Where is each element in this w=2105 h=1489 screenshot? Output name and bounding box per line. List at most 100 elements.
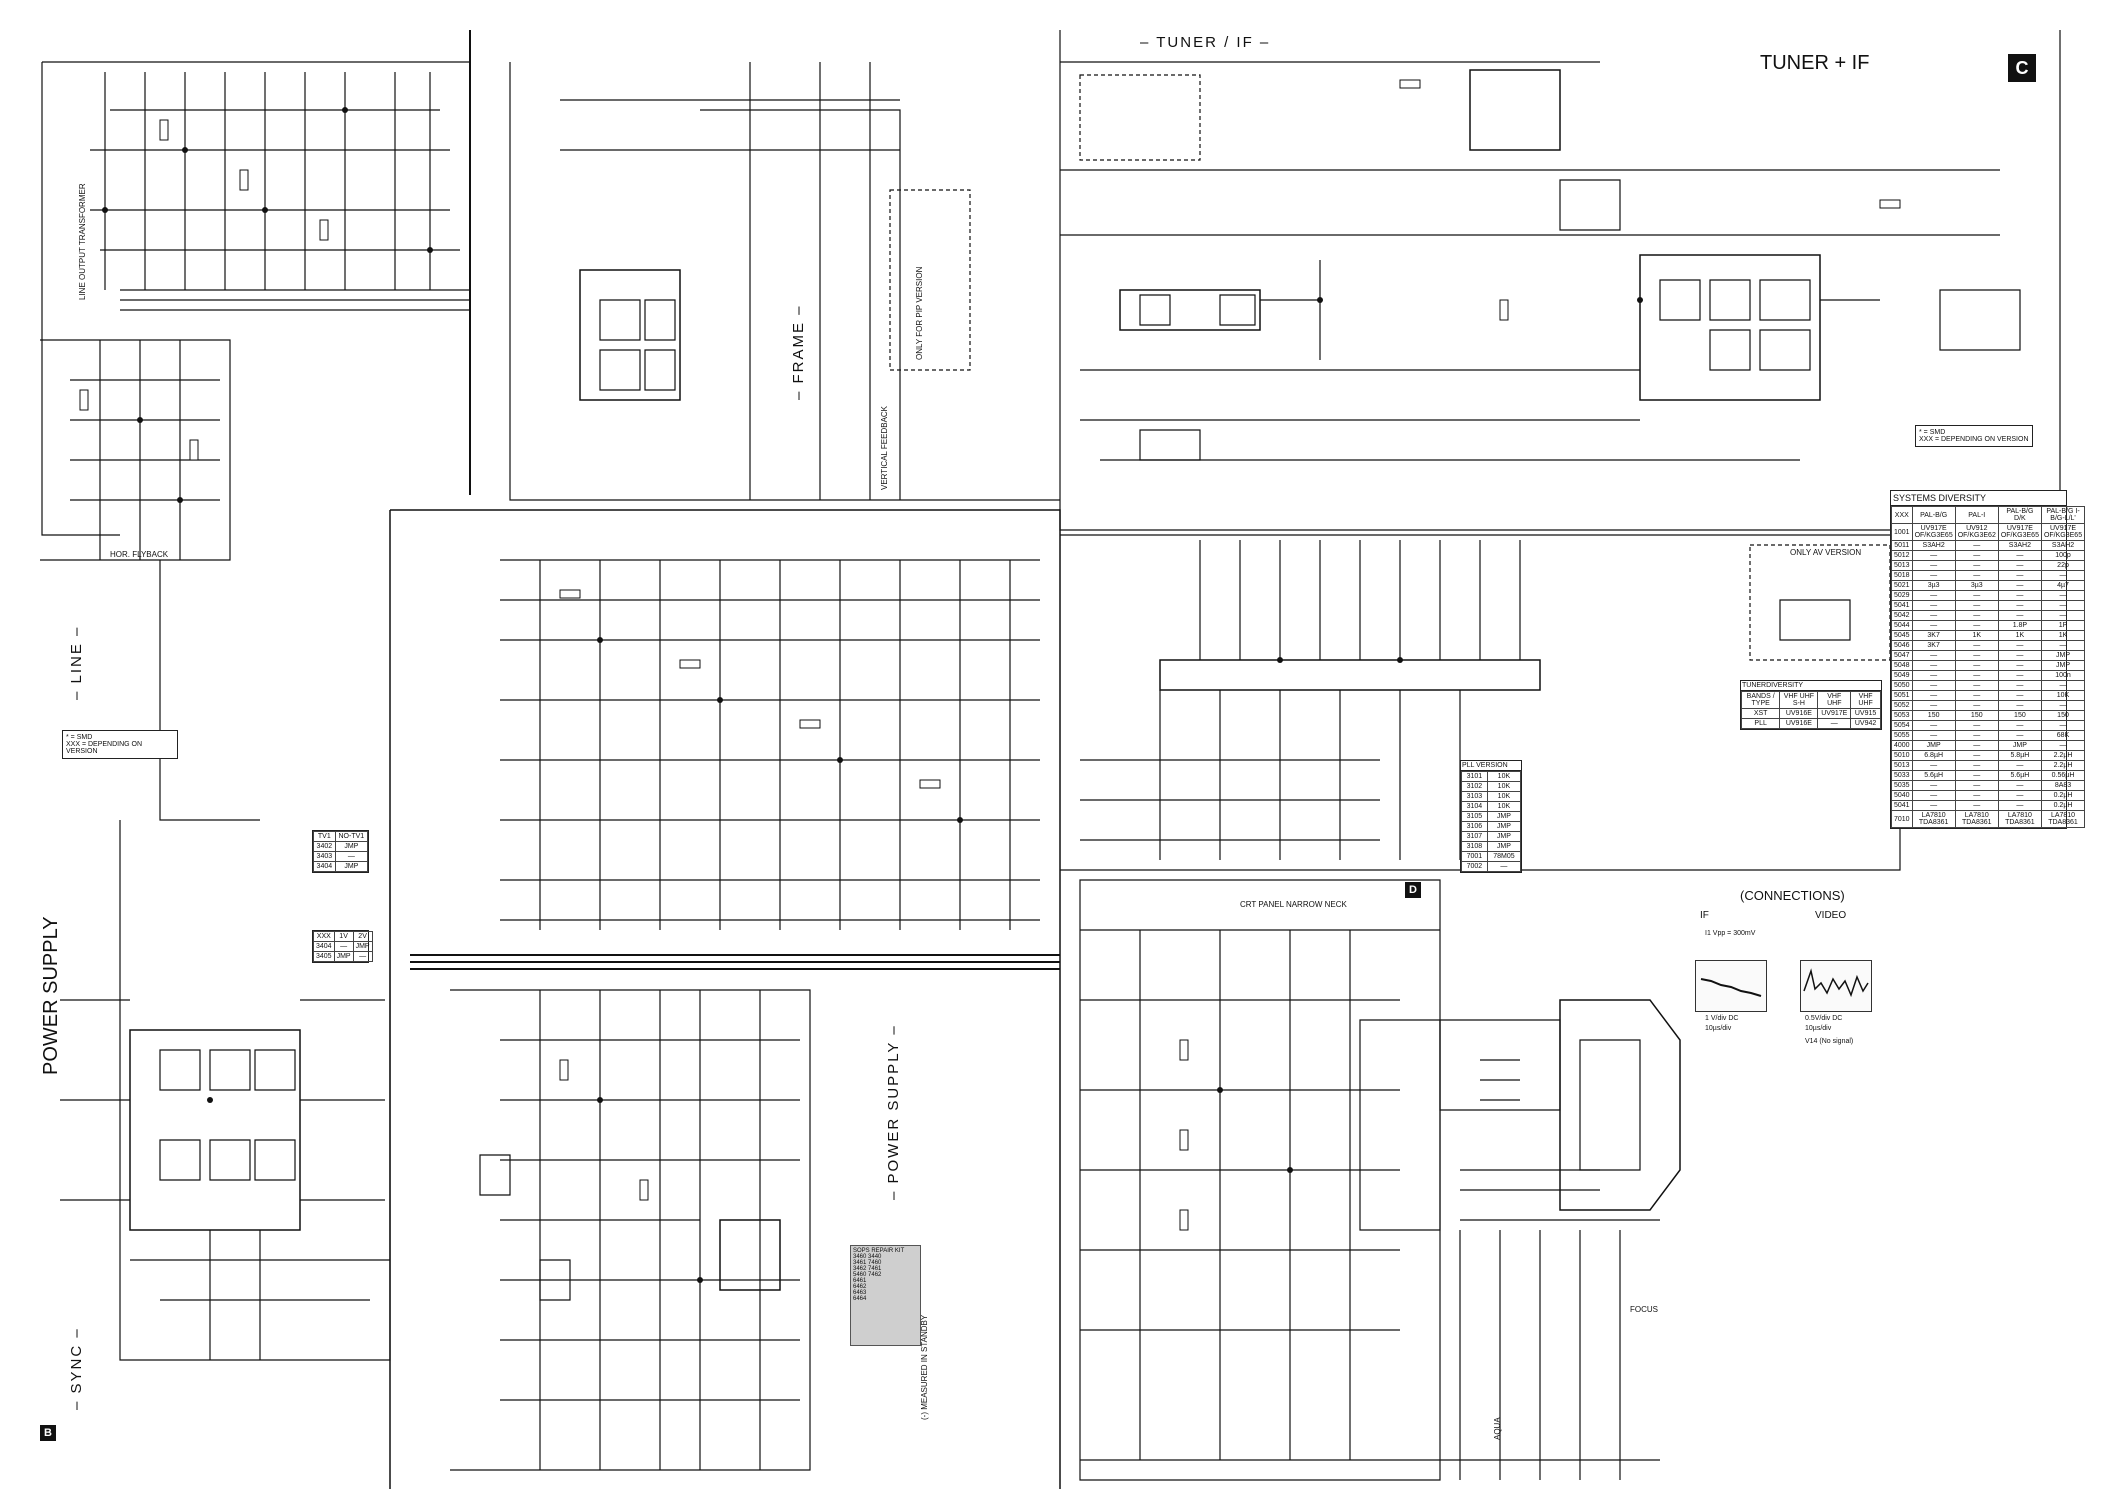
sd-cell: — — [1997, 560, 2042, 571]
pll-cell: 3102 — [1461, 781, 1488, 792]
sd-cell: 5041 — [1891, 600, 1913, 611]
sd-cell: — — [2040, 640, 2086, 651]
video-waveform — [1800, 960, 1872, 1012]
aqua-label: AQUA — [1493, 1417, 1502, 1440]
sd-cell: — — [1997, 650, 2042, 661]
sd-cell: — — [1954, 780, 1999, 791]
sd-cell: 5012 — [1891, 550, 1913, 561]
sd-cell: 1K — [1954, 630, 1999, 641]
sd-cell: — — [1911, 720, 1956, 731]
sd-cell: — — [1954, 680, 1999, 691]
sd-cell: S3AH2 — [2040, 540, 2086, 551]
sd-cell: — — [1997, 600, 2042, 611]
sd-cell: — — [1997, 670, 2042, 681]
sd-cell: 1K — [1997, 630, 2042, 641]
resistor-glyphs — [79, 79, 1901, 1231]
sd-cell: — — [1911, 730, 1956, 741]
sd-row: 5054———— — [1891, 720, 2086, 731]
pll-cell: 3104 — [1461, 801, 1488, 812]
pll-cell: 3107 — [1461, 831, 1488, 842]
stl-cell: JMP — [334, 861, 369, 872]
sops-line: 6464 — [853, 1296, 867, 1302]
stl-cell: 3404 — [313, 861, 336, 872]
power-supply-left-label: POWER SUPPLY — [40, 916, 62, 1075]
td-cell: PLL — [1740, 718, 1781, 729]
pll-cell: 3108 — [1461, 841, 1488, 852]
sd-cell: — — [1911, 620, 1956, 631]
stl-cell: JMP — [334, 841, 369, 852]
sd-cell: — — [1954, 670, 1999, 681]
sd-cell: — — [1997, 580, 2042, 591]
sd-row: 5052———— — [1891, 700, 2086, 711]
sd-cell: 2.2µH — [2040, 760, 2086, 771]
tuner-diversity-title: TUNERDIVERSITY — [1741, 681, 1881, 691]
sd-cell: — — [1954, 750, 1999, 761]
sd-cell: 0.2µH — [2040, 790, 2086, 801]
pll-cell: 7002 — [1461, 861, 1488, 872]
schematic-wiring — [40, 30, 2061, 1489]
if-waveform — [1695, 960, 1767, 1012]
sd-cell: 3µ3 — [1911, 580, 1956, 591]
sd-row: 5035———8A83 — [1891, 780, 2086, 791]
sd-row: 5050———— — [1891, 680, 2086, 691]
sd-cell: S3AH2 — [1997, 540, 2042, 551]
sd-cell: — — [2040, 680, 2086, 691]
td-cell: — — [1817, 718, 1852, 729]
sd-cell: — — [1954, 540, 1999, 551]
pll-cell: 3103 — [1461, 791, 1488, 802]
sd-cell: 5044 — [1891, 620, 1913, 631]
sd-cell: — — [2040, 590, 2086, 601]
sd-header: PAL-B/G I-B/G-L/L' — [2040, 506, 2086, 524]
stl-cell: 3403 — [313, 851, 336, 862]
only-pip-version-label: ONLY FOR PIP VERSION — [915, 266, 924, 360]
sd-cell: — — [1954, 700, 1999, 711]
sd-cell: JMP — [2040, 650, 2086, 661]
stl2-cell: XXX — [313, 931, 335, 942]
sd-cell: 3K7 — [1911, 630, 1956, 641]
sd-cell: 5.6µH — [1911, 770, 1956, 781]
sd-cell: 100p — [2040, 550, 2086, 561]
sd-cell: LA7810 TDA8361 — [1954, 810, 1999, 828]
sd-cell: 3K7 — [1911, 640, 1956, 651]
sd-cell: 1P — [2040, 620, 2086, 631]
sd-cell: 3µ3 — [1954, 580, 1999, 591]
sd-cell: — — [1911, 670, 1956, 681]
legend-smd: * = SMD — [66, 734, 93, 741]
sd-cell: LA7810 TDA8361 — [1911, 810, 1956, 828]
sd-cell: 5055 — [1891, 730, 1913, 741]
sd-cell: — — [1911, 690, 1956, 701]
tuner-if-title: TUNER + IF — [1760, 52, 1870, 74]
sd-cell: 5010 — [1891, 750, 1913, 761]
video-label: VIDEO — [1815, 910, 1847, 921]
sd-cell: — — [1911, 790, 1956, 801]
sd-cell: 4000 — [1891, 740, 1913, 751]
sd-row: 5013———22p — [1891, 560, 2086, 571]
sd-cell: 5040 — [1891, 790, 1913, 801]
sd-cell: — — [1954, 770, 1999, 781]
sd-cell: 150 — [1997, 710, 2042, 721]
if-value-1: 1 V/div DC — [1705, 1015, 1739, 1022]
sd-cell: — — [1911, 600, 1956, 611]
sd-cell: — — [1911, 570, 1956, 581]
sd-cell: — — [1954, 640, 1999, 651]
pll-cell: 10K — [1486, 781, 1522, 792]
sd-cell: — — [1911, 700, 1956, 711]
sd-header: PAL-I — [1954, 506, 1999, 524]
stl2-cell: — — [352, 951, 373, 962]
sd-cell: 5021 — [1891, 580, 1913, 591]
sd-cell: — — [1911, 560, 1956, 571]
